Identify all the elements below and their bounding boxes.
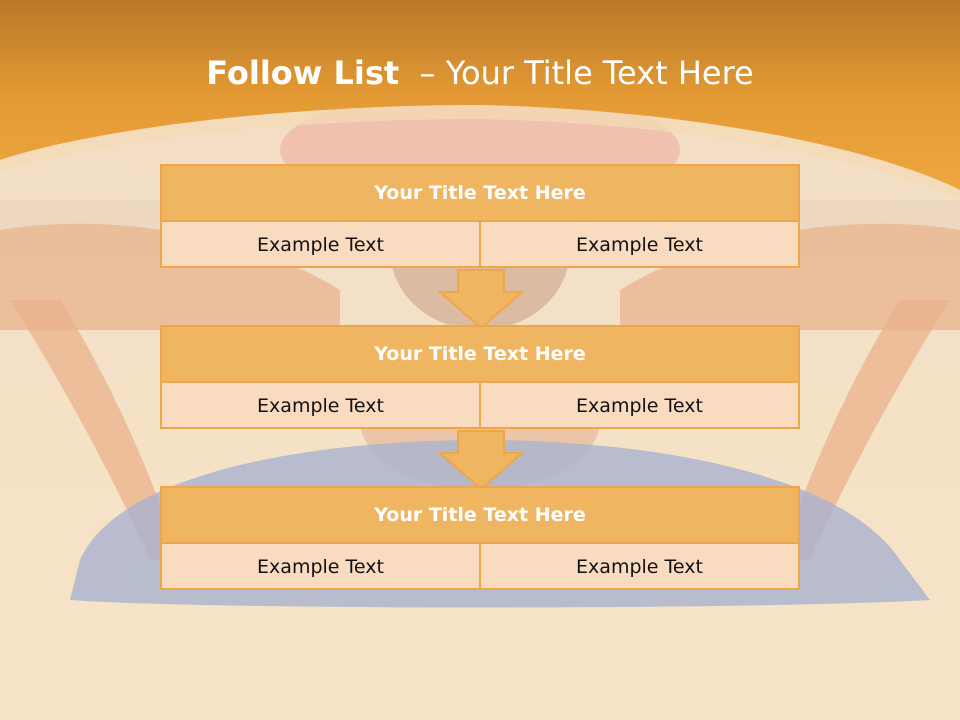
flow-step-3: Your Title Text Here Example Text Exampl… <box>160 486 800 590</box>
slide-title-rest: – Your Title Text Here <box>399 54 754 92</box>
flow-step-2: Your Title Text Here Example Text Exampl… <box>160 325 800 429</box>
down-arrow-icon <box>438 430 524 491</box>
flow-step-cell-left: Example Text <box>257 395 384 417</box>
flow-step-cell-left: Example Text <box>257 234 384 256</box>
flow-step-cell-right: Example Text <box>479 544 798 590</box>
flow-step-title: Your Title Text Here <box>162 488 798 544</box>
flow-step-cell-right: Example Text <box>479 383 798 429</box>
flow-step-1: Your Title Text Here Example Text Exampl… <box>160 164 800 268</box>
flow-step-cell-left: Example Text <box>257 556 384 578</box>
slide-title-bold: Follow List <box>206 54 400 92</box>
flow-step-title: Your Title Text Here <box>162 166 798 222</box>
flow-step-cell-right: Example Text <box>479 222 798 268</box>
slide-title: Follow List – Your Title Text Here <box>0 54 960 92</box>
down-arrow-icon <box>438 269 524 330</box>
flow-step-title: Your Title Text Here <box>162 327 798 383</box>
